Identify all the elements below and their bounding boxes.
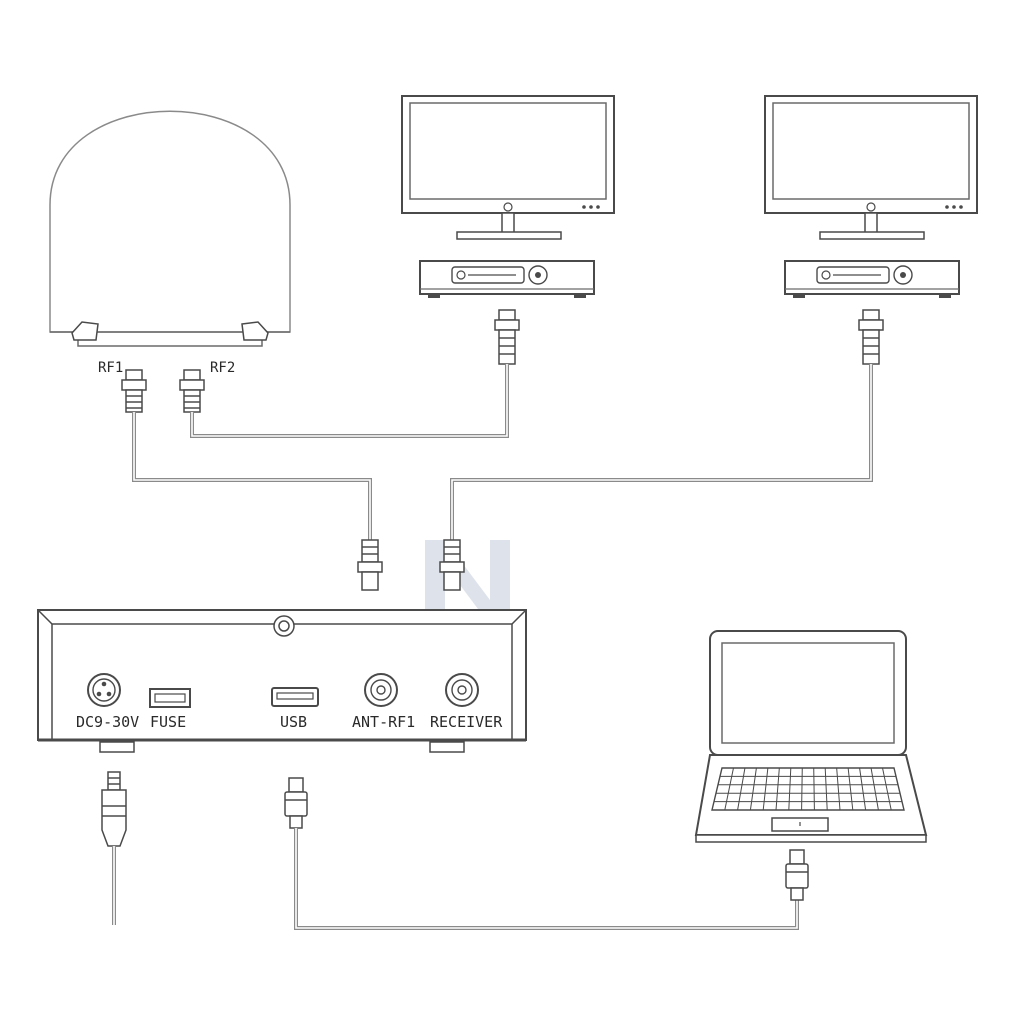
tv-monitor-2 [764, 95, 978, 240]
usb-plug-box-side [284, 777, 308, 829]
keyboard-col-line [847, 767, 854, 811]
receiver-2-connector [858, 309, 884, 365]
receiver-box-1 [419, 260, 595, 298]
keyboard-col-line [836, 767, 841, 811]
receiver-box-2 [784, 260, 960, 298]
ant-rf1-label: ANT-RF1 [352, 713, 415, 731]
receiver-1-connector [494, 309, 520, 365]
keyboard-col-line [737, 767, 746, 811]
laptop [694, 630, 928, 843]
rf2-connector [179, 369, 205, 413]
keyboard-col-line [724, 767, 734, 811]
dc-power-port [87, 673, 121, 707]
keyboard-col-line [749, 767, 757, 811]
keyboard-col-line [788, 767, 792, 811]
receiver-cable-connector [439, 539, 465, 591]
fuse-label: FUSE [150, 713, 186, 731]
receiver-port [445, 673, 479, 707]
laptop-keyboard [714, 767, 902, 811]
usb-cable [294, 828, 799, 930]
antenna-port-label: RF2 [210, 360, 235, 376]
usb-label: USB [280, 713, 307, 731]
keyboard-col-line [775, 767, 780, 811]
usb-port [271, 687, 319, 707]
ant-rf1-cable-connector [357, 539, 383, 591]
antenna-port-label: RF1 [98, 360, 123, 376]
keyboard-col-line [824, 767, 828, 811]
keyboard-col-line [762, 767, 769, 811]
satellite-antenna-dome [49, 110, 291, 347]
usb-plug-laptop-side [785, 849, 809, 901]
keyboard-col-line [859, 767, 867, 811]
dc-port-label: DC9-30V [76, 713, 139, 731]
coax-cables [132, 364, 873, 545]
receiver-label: RECEIVER [430, 713, 503, 731]
keyboard-col-line [882, 767, 892, 811]
power-plug [101, 771, 127, 847]
rf1-connector [121, 369, 147, 413]
ant-rf1-port [364, 673, 398, 707]
tv-monitor-1 [401, 95, 615, 240]
keyboard-col-line [813, 767, 815, 811]
keyboard-col-line [801, 767, 803, 811]
keyboard-col-line [870, 767, 879, 811]
fuse-holder [149, 688, 191, 708]
